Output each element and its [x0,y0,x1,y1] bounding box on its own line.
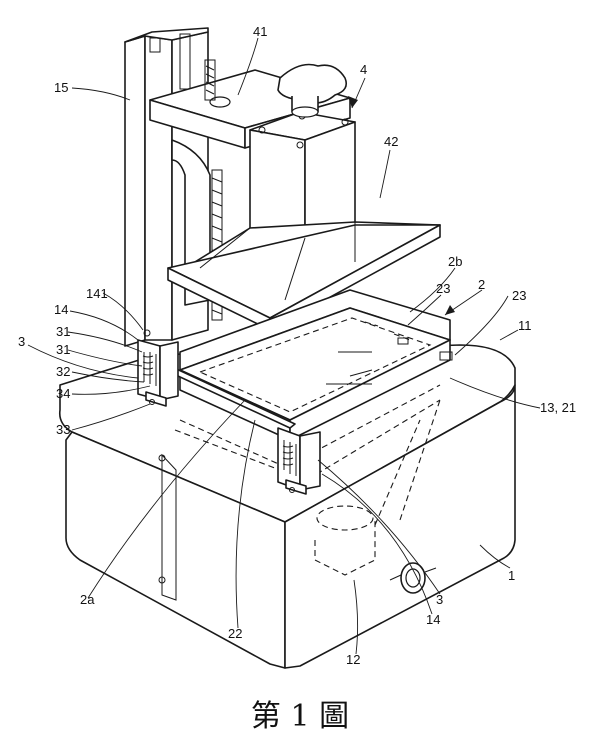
figure-caption: 第 1 圖 [251,699,349,734]
label-31-upper: 31 [56,324,70,339]
label-2b: 2b [448,254,462,269]
label-4: 4 [360,62,367,77]
clamp-head [249,63,356,239]
label-34: 34 [56,386,70,401]
label-3-right: 3 [436,592,443,607]
label-14-right: 14 [426,612,440,627]
label-12: 12 [346,652,360,667]
label-14-left: 14 [54,302,68,317]
label-23-right: 23 [512,288,526,303]
label-2: 2 [478,277,485,292]
leader-lines [27,37,541,655]
left-clip-assembly [137,329,179,407]
label-141: 141 [86,286,108,301]
label-3-left: 3 [18,334,25,349]
label-22: 22 [228,626,242,641]
label-33: 33 [56,422,70,437]
corner-blocks [364,321,453,361]
label-31-lower: 31 [56,342,70,357]
label-11: 11 [518,318,532,333]
label-2a: 2a [80,592,95,607]
label-13-21: 13, 21 [540,400,576,415]
label-41: 41 [253,24,267,39]
label-15: 15 [54,80,68,95]
label-32: 32 [56,364,70,379]
right-clip-assembly [277,427,321,495]
label-1: 1 [508,568,515,583]
label-23-left: 23 [436,281,450,296]
label-42: 42 [384,134,398,149]
reference-labels: 15 41 4 42 2b 23 2 23 11 141 14 31 3 31 … [18,24,576,667]
resin-tray [164,289,451,471]
